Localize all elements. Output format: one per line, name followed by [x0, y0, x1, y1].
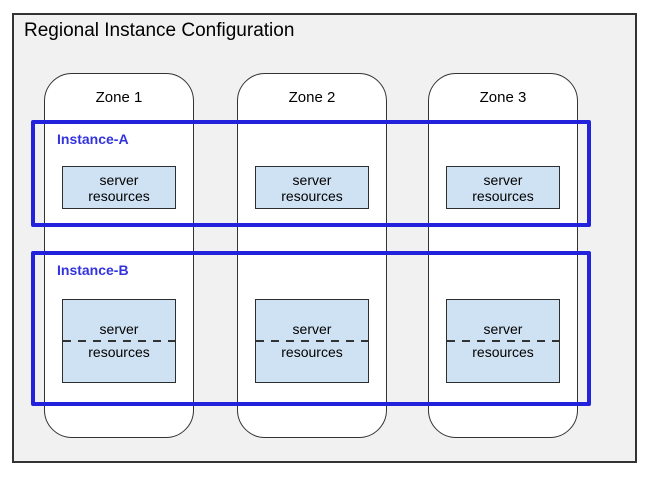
server-box-lower: resources — [256, 342, 368, 382]
diagram-title: Regional Instance Configuration — [24, 20, 295, 41]
server-box-line2: resources — [281, 187, 343, 204]
server-box-line1: server — [483, 321, 523, 338]
server-box-line1: server — [292, 321, 332, 338]
server-box-line2: resources — [88, 343, 150, 360]
server-resources-box-b3: server resources — [446, 299, 560, 383]
dashed-divider — [447, 340, 559, 342]
server-box-line1: server — [483, 171, 523, 188]
instance-a-label: Instance-A — [57, 131, 129, 147]
server-box-line2: resources — [281, 343, 343, 360]
server-box-upper: server — [256, 300, 368, 340]
server-box-line2: resources — [88, 187, 150, 204]
server-box-line1: server — [99, 171, 139, 188]
server-box-line1: server — [99, 321, 139, 338]
server-resources-box-b1: server resources — [62, 299, 176, 383]
server-resources-box-a1: server resources — [62, 166, 176, 209]
server-resources-box-b2: server resources — [255, 299, 369, 383]
instance-a-boundary: Instance-A — [31, 120, 591, 227]
server-box-line1: server — [292, 171, 332, 188]
server-box-line2: resources — [472, 343, 534, 360]
zone-3-label: Zone 3 — [479, 89, 527, 106]
server-resources-box-a2: server resources — [255, 166, 369, 209]
server-box-upper: server — [63, 300, 175, 340]
zone-2-label: Zone 2 — [288, 89, 336, 106]
server-resources-box-a3: server resources — [446, 166, 560, 209]
server-box-line2: resources — [472, 187, 534, 204]
instance-b-label: Instance-B — [57, 262, 129, 278]
server-box-lower: resources — [63, 342, 175, 382]
dashed-divider — [256, 340, 368, 342]
zone-1-label: Zone 1 — [95, 89, 143, 106]
server-box-lower: resources — [447, 342, 559, 382]
instance-b-boundary: Instance-B — [31, 251, 591, 406]
server-box-upper: server — [447, 300, 559, 340]
dashed-divider — [63, 340, 175, 342]
